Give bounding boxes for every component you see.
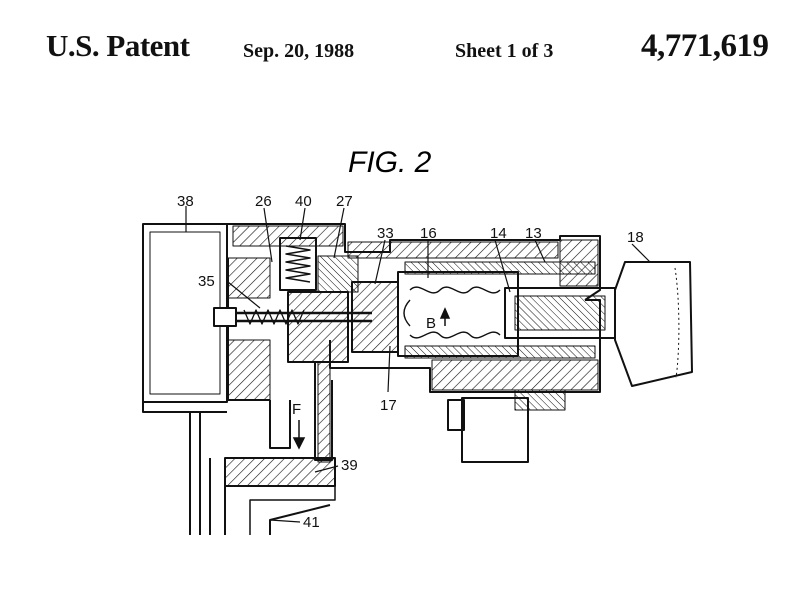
label-41: 41 (303, 514, 320, 531)
flow-arrows (292, 307, 451, 450)
housing-wall (227, 223, 601, 301)
label-14: 14 (490, 225, 507, 242)
label-17: 17 (380, 397, 397, 414)
patent-label: U.S. Patent (46, 28, 190, 63)
drawing-body (142, 223, 693, 535)
label-B: B (426, 315, 436, 332)
label-35: 35 (198, 273, 215, 290)
label-27: 27 (336, 193, 353, 210)
bellows-chamber (397, 271, 519, 357)
label-26: 26 (255, 193, 272, 210)
patent-header: U.S. Patent Sep. 20, 1988 Sheet 1 of 3 4… (0, 0, 800, 90)
label-40: 40 (295, 193, 312, 210)
figure-title: FIG. 2 (348, 146, 432, 179)
flow-tube (269, 400, 291, 449)
bellows-16 (409, 286, 501, 294)
patent-date: Sep. 20, 1988 (243, 40, 355, 62)
leader-lines (185, 206, 651, 523)
spring-40 (285, 245, 311, 283)
valve-block-27 (287, 291, 349, 363)
patent-number: 4,771,619 (641, 28, 769, 64)
knob-18 (614, 261, 693, 387)
sheet-number: Sheet 1 of 3 (455, 40, 554, 62)
block-39 (224, 457, 336, 487)
spring-40-housing (279, 237, 317, 291)
reference-labels: 38 26 40 27 33 16 14 13 18 35 B 17 F 39 … (177, 193, 644, 531)
label-18: 18 (627, 229, 644, 246)
block-33 (351, 281, 399, 353)
label-13: 13 (525, 225, 542, 242)
label-33: 33 (377, 225, 394, 242)
spring-35 (243, 309, 305, 325)
label-16: 16 (420, 225, 437, 242)
label-F: F (292, 401, 301, 418)
label-39: 39 (341, 457, 358, 474)
label-38: 38 (177, 193, 194, 210)
